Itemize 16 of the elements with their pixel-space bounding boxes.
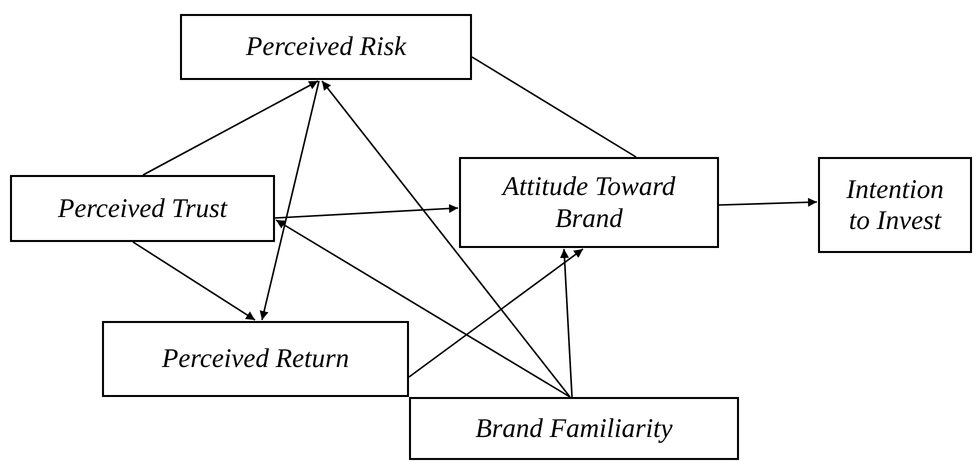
- arrow: [408, 248, 584, 378]
- arrow: [132, 241, 256, 321]
- construct-box: Perceived Trust: [10, 175, 275, 242]
- arrow: [274, 204, 458, 219]
- arrow: [276, 219, 570, 398]
- construct-box: Perceived Risk: [180, 14, 472, 80]
- arrow: [260, 80, 320, 320]
- arrow: [142, 80, 318, 176]
- arrow: [718, 198, 818, 207]
- construct-box: Attitude Toward Brand: [459, 157, 719, 248]
- arrow: [321, 80, 571, 398]
- construct-box: Brand Familiarity: [409, 397, 739, 460]
- connector-line: [472, 56, 636, 158]
- construct-box: Perceived Return: [102, 321, 409, 397]
- arrow: [560, 248, 573, 398]
- construct-box: Intention to Invest: [818, 157, 972, 253]
